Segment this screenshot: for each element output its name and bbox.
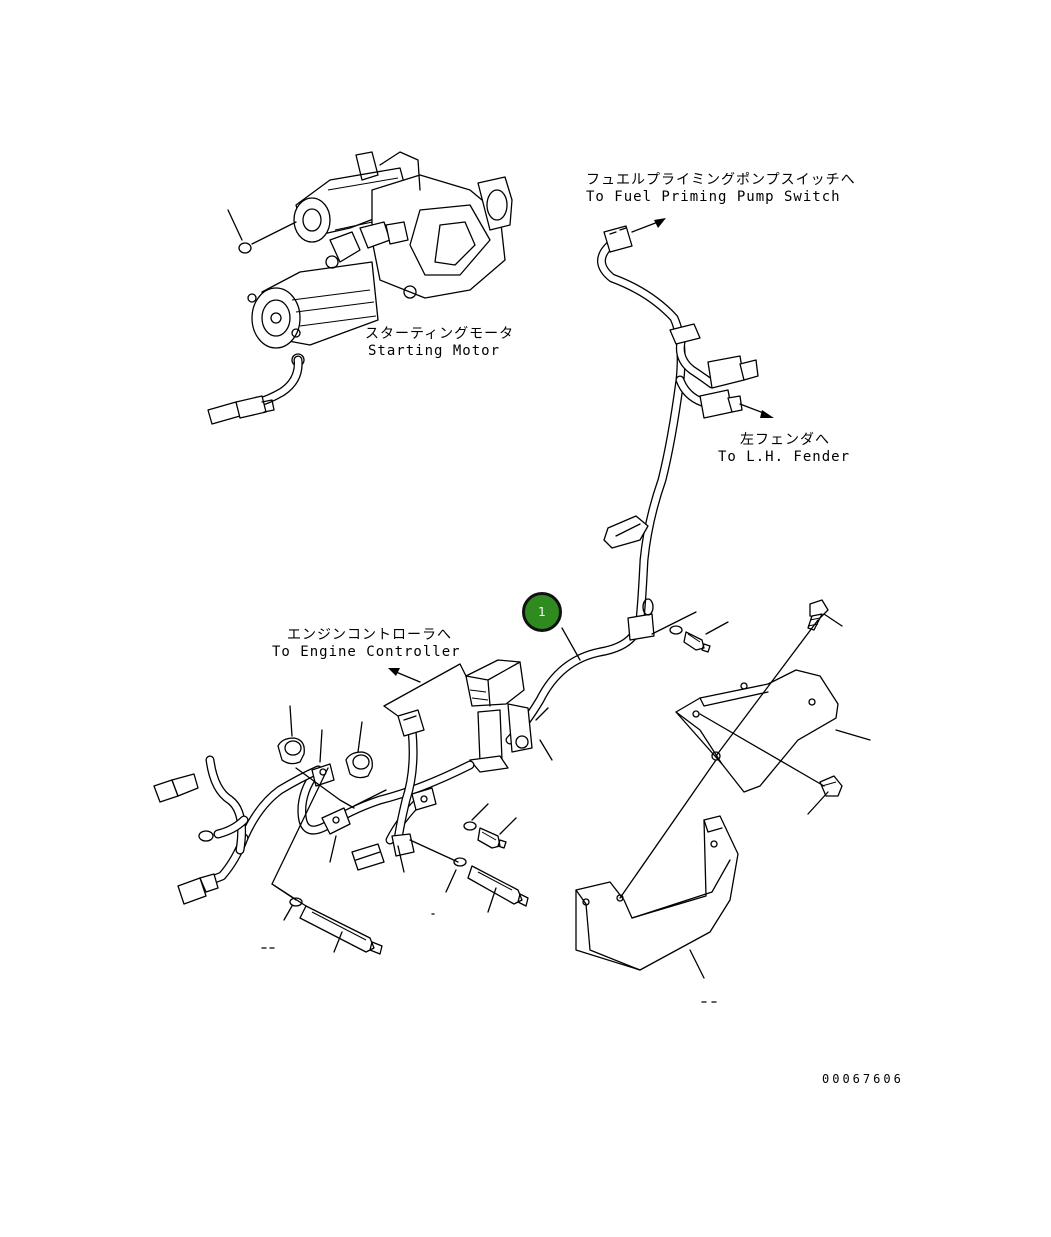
engine-controller-label-en: To Engine Controller [272,644,461,660]
starting-motor-label-jp: スターティングモータ [365,326,515,342]
drawing-number: 00067606 [822,1072,904,1086]
brackets-and-covers [575,669,839,971]
fuel-priming-label-en: To Fuel Priming Pump Switch [586,189,841,205]
direction-arrows [388,218,774,683]
engine-controller-label-jp: エンジンコントローラへ [287,627,452,643]
leader-lines [261,611,871,1003]
starting-motor-illustration [207,151,513,425]
fuel-priming-label-jp: フュエルプライミングポンプスイッチへ [586,172,856,188]
starting-motor-label-en: Starting Motor [368,343,501,359]
part-callout-1[interactable]: 1 [522,592,562,632]
wiring-harness [153,225,759,905]
bolts-and-washers [289,599,843,955]
lh-fender-label-en: To L.H. Fender [718,449,851,465]
lh-fender-label-jp: 左フェンダへ [740,432,830,448]
clamp-bushings [277,737,373,779]
